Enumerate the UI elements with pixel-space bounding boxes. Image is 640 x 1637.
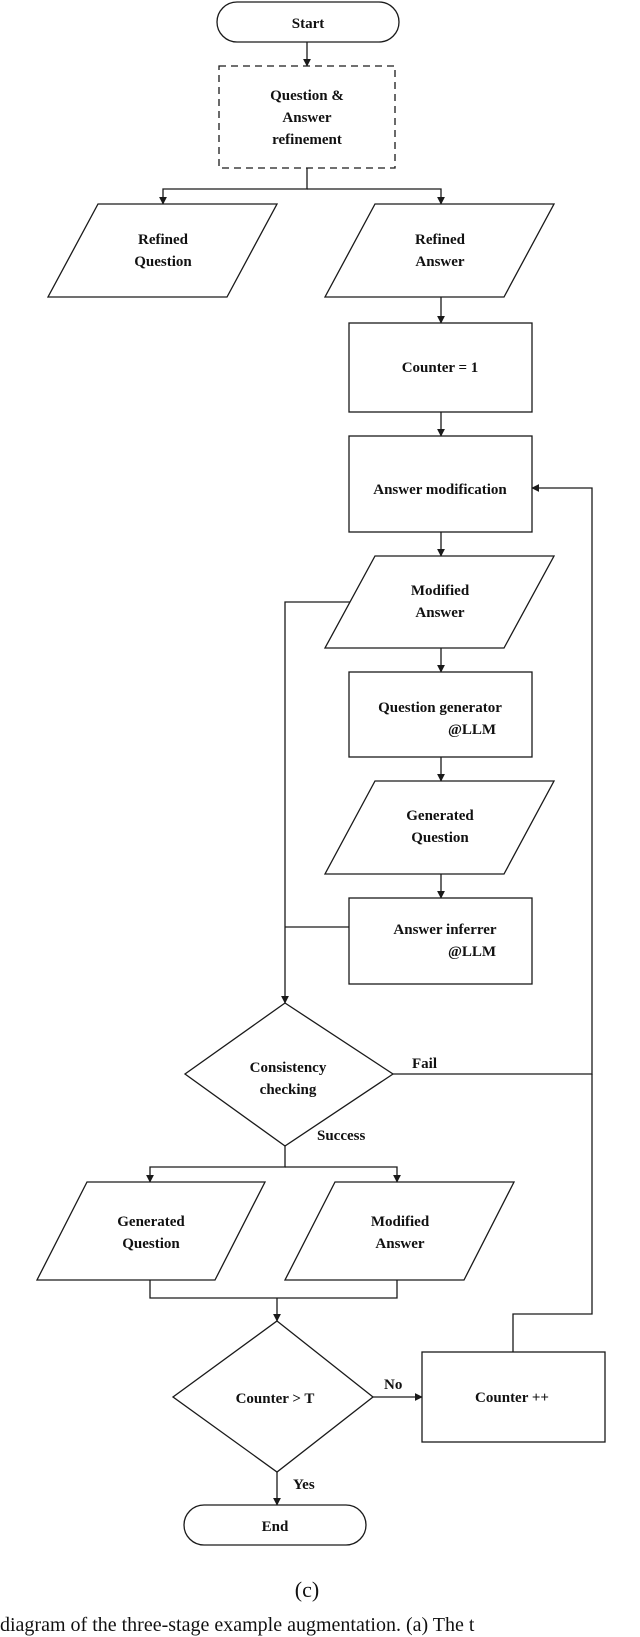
node-counter-inc-label: Counter ++ xyxy=(475,1390,549,1406)
node-answer-inferrer: Answer inferrer @LLM xyxy=(348,897,533,985)
node-modified-answer-1-line1: Modified xyxy=(411,583,470,599)
node-start: Start xyxy=(216,1,400,43)
node-consistency-checking: Consistency checking xyxy=(183,1002,395,1147)
node-counter-init-label: Counter = 1 xyxy=(402,360,479,376)
node-answer-modification-label: Answer modification xyxy=(373,482,507,498)
edge-refinement-split xyxy=(159,168,308,205)
node-counter-check: Counter > T xyxy=(171,1320,375,1473)
node-modified-answer-2-line1: Modified xyxy=(371,1214,430,1230)
node-refinement-line3: refinement xyxy=(272,132,342,148)
node-refinement-line2: Answer xyxy=(282,110,332,126)
node-modified-answer-2: Modified Answer xyxy=(283,1181,516,1281)
node-generated-question-2-line2: Question xyxy=(122,1236,180,1252)
node-generated-question-2: Generated Question xyxy=(35,1181,267,1281)
figure-description-text: diagram of the three-stage example augme… xyxy=(0,1614,475,1636)
node-refined-answer-line2: Answer xyxy=(415,254,465,270)
node-refined-question-line1: Refined xyxy=(138,232,189,248)
node-end: End xyxy=(183,1504,367,1546)
edge-merge-to-counter-check xyxy=(149,1280,398,1321)
edge-label-success: Success xyxy=(317,1128,365,1144)
figure-caption: (c) xyxy=(295,1577,319,1602)
edge-modified-answer-to-consistency xyxy=(281,601,350,1004)
node-consistency-line1: Consistency xyxy=(250,1060,327,1076)
node-refined-answer: Refined Answer xyxy=(323,203,556,298)
edge-counter-inc-loop xyxy=(512,1074,593,1352)
node-generated-question-1-line2: Question xyxy=(411,830,469,846)
edge-label-fail: Fail xyxy=(412,1056,437,1072)
node-answer-inferrer-line2: @LLM xyxy=(448,944,496,960)
node-question-generator-line2: @LLM xyxy=(448,722,496,738)
node-question-generator-line1: Question generator xyxy=(378,700,502,716)
node-counter-init: Counter = 1 xyxy=(348,322,533,413)
node-consistency-line2: checking xyxy=(260,1082,317,1098)
node-generated-question-1-line1: Generated xyxy=(406,808,474,824)
node-refined-answer-line1: Refined xyxy=(415,232,466,248)
edge-success-modified-answer xyxy=(285,1166,401,1183)
node-refined-question-line2: Question xyxy=(134,254,192,270)
node-refined-question: Refined Question xyxy=(46,203,279,298)
node-question-generator: Question generator @LLM xyxy=(348,671,533,758)
node-modified-answer-2-line2: Answer xyxy=(375,1236,425,1252)
edge-refinement-refined-answer xyxy=(307,188,445,205)
node-refinement: Question & Answer refinement xyxy=(218,65,396,169)
node-modified-answer-1-line2: Answer xyxy=(415,605,465,621)
node-counter-check-label: Counter > T xyxy=(236,1391,315,1407)
node-refinement-line1: Question & xyxy=(270,88,344,104)
node-generated-question-1: Generated Question xyxy=(323,780,556,875)
node-start-label: Start xyxy=(292,16,325,32)
node-answer-modification: Answer modification xyxy=(348,435,533,533)
node-end-label: End xyxy=(262,1519,289,1535)
edges xyxy=(146,42,593,1506)
edge-label-yes: Yes xyxy=(293,1477,315,1493)
edge-success-split xyxy=(146,1146,286,1183)
node-answer-inferrer-line1: Answer inferrer xyxy=(393,922,497,938)
node-counter-inc: Counter ++ xyxy=(421,1351,606,1443)
edge-fail-loop xyxy=(393,484,593,1075)
edge-label-no: No xyxy=(384,1377,402,1393)
node-modified-answer-1: Modified Answer xyxy=(323,555,556,649)
node-generated-question-2-line1: Generated xyxy=(117,1214,185,1230)
